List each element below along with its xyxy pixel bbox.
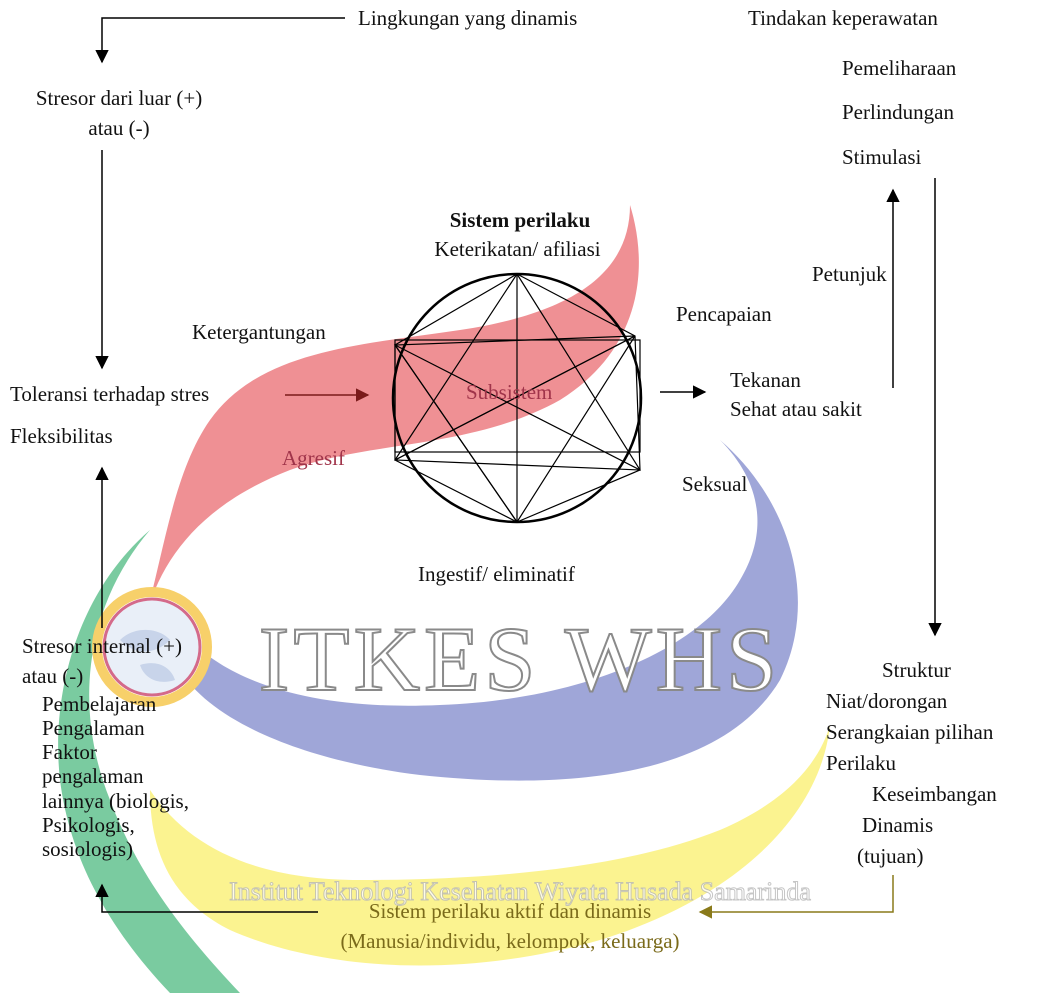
internal-factor-item: Pengalaman [42, 716, 145, 741]
nursing-item-protection: Perlindungan [842, 100, 954, 124]
dynamic-environment-label: Lingkungan yang dinamis [358, 6, 578, 30]
internal-factor-item: pengalaman [42, 764, 144, 789]
structure-title: Struktur [882, 658, 951, 682]
internal-factor-item: sosiologis) [42, 836, 134, 861]
watermark-logo: ITKES WHS Institut Teknologi Kesehatan W… [58, 205, 830, 993]
external-stressor-label-2: atau (-) [88, 116, 150, 140]
behavior-system-title: Sistem perilaku [449, 208, 591, 232]
structure-item-behavior: Perilaku [826, 751, 896, 775]
internal-factor-item: Pembelajaran [42, 692, 157, 716]
active-system-sublabel: (Manusia/individu, kelompok, keluarga) [340, 929, 680, 953]
internal-stressor-label: Stresor internal (+) [22, 634, 182, 658]
yellow-swoosh [150, 725, 830, 966]
flexibility-label: Fleksibilitas [10, 424, 113, 448]
balance-label-2: Dinamis [862, 813, 934, 837]
arrow-environment-to-stressor [95, 17, 345, 64]
guidance-label: Petunjuk [812, 262, 887, 286]
structure-item-choices: Serangkaian pilihan [826, 720, 994, 744]
blue-swoosh [180, 440, 798, 781]
internal-factor-item: Faktor [42, 740, 97, 765]
output-health-label: Sehat atau sakit [730, 397, 862, 421]
balance-label: Keseimbangan [872, 782, 997, 806]
subsystem-ingestive-label: Ingestif/ eliminatif [418, 562, 575, 586]
external-stressor-label: Stresor dari luar (+) [35, 86, 203, 110]
red-swoosh [145, 205, 639, 620]
subsystem-achievement-label: Pencapaian [676, 302, 772, 326]
active-system-label: Sistem perilaku aktif dan dinamis [368, 899, 652, 923]
stress-tolerance-label: Toleransi terhadap stres [10, 382, 210, 406]
nursing-action-title: Tindakan keperawatan [748, 6, 938, 30]
watermark-name: ITKES WHS [259, 608, 781, 710]
subsystem-dependency-label: Ketergantungan [192, 320, 326, 344]
subsystem-circle [391, 272, 643, 524]
watermark-arc-text: Institut Teknologi Kesehatan Wiyata Husa… [229, 877, 811, 906]
subsystem-aggressive-label: Agresif [282, 446, 345, 470]
subsystem-sexual-label: Seksual [682, 472, 748, 496]
nursing-item-maintenance: Pemeliharaan [842, 56, 957, 80]
balance-label-3: (tujuan) [857, 844, 924, 868]
nursing-item-stimulation: Stimulasi [842, 145, 922, 169]
subsystem-center-label: Subsistem [466, 380, 553, 404]
internal-stressor-label-2: atau (-) [22, 664, 84, 688]
arrow-structure-to-bottom [698, 875, 894, 919]
subsystem-attachment-label: Keterikatan/ afiliasi [434, 237, 601, 261]
green-swoosh [58, 530, 240, 993]
flow-arrows [95, 17, 942, 919]
output-pressure-label: Tekanan [730, 368, 801, 392]
internal-factor-item: lainnya (biologis, [42, 788, 189, 813]
structure-item-intent: Niat/dorongan [826, 689, 948, 713]
arrow-bottom-to-internal [95, 883, 318, 913]
internal-factor-item: Psikologis, [42, 812, 135, 837]
internal-factor-list: Pembelajaran Pengalaman Faktor pengalama… [42, 692, 189, 861]
